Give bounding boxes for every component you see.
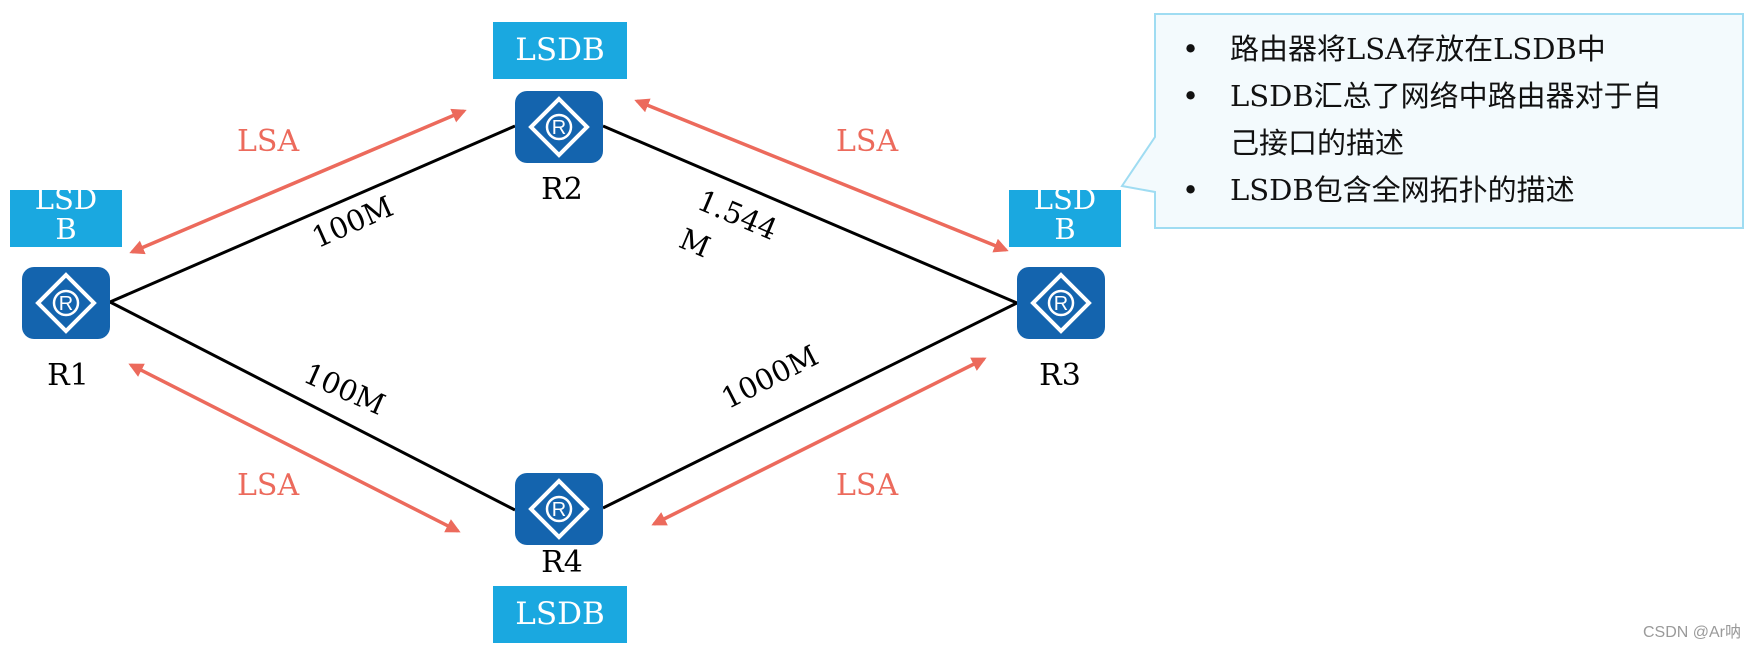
router-label-r2: R2 xyxy=(541,172,583,207)
lsa-arrow-r1-r4 xyxy=(128,363,461,533)
router-r4[interactable]: R xyxy=(515,473,603,545)
lsa-label-r4-r3: LSA xyxy=(836,468,899,503)
lsa-arrow-r4-r3 xyxy=(651,357,987,526)
router-r1[interactable]: R xyxy=(22,267,110,339)
lsdb-label: LSDB xyxy=(34,190,98,246)
router-icon: R xyxy=(1030,272,1092,334)
router-r2[interactable]: R xyxy=(515,91,603,163)
router-icon: R xyxy=(528,478,590,540)
lsdb-r4: LSDB xyxy=(493,586,627,643)
callout-text: 己接口的描述 xyxy=(1230,126,1405,160)
callout-item: • LSDB包含全网拓扑的描述 xyxy=(1182,167,1662,214)
lsa-label-r2-r3: LSA xyxy=(836,124,899,159)
callout-text: 路由器将LSA存放在LSDB中 xyxy=(1230,32,1606,66)
bullet-icon: • xyxy=(1182,173,1200,207)
svg-text:R: R xyxy=(552,117,566,139)
router-icon: R xyxy=(528,96,590,158)
lsa-arrow-r1-r2 xyxy=(129,108,467,255)
callout-item: • LSDB汇总了网络中路由器对于自 xyxy=(1182,73,1662,120)
lsdb-label: LSDB xyxy=(515,32,605,68)
lsa-label-r1-r2: LSA xyxy=(237,124,300,159)
callout-item: • 路由器将LSA存放在LSDB中 xyxy=(1182,26,1662,73)
svg-text:R: R xyxy=(59,293,73,315)
lsdb-label: LSDB xyxy=(515,596,605,632)
router-label-r4: R4 xyxy=(541,545,583,580)
lsdb-r1: LSDB xyxy=(10,190,122,247)
lsdb-r2: LSDB xyxy=(493,22,627,79)
lsa-label-r1-r4: LSA xyxy=(237,468,300,503)
callout-item-continuation: 己接口的描述 xyxy=(1182,120,1662,167)
bullet-icon: • xyxy=(1182,32,1200,66)
callout-text: LSDB包含全网拓扑的描述 xyxy=(1230,173,1575,207)
svg-text:R: R xyxy=(552,499,566,521)
router-label-r1: R1 xyxy=(47,358,89,393)
svg-text:R: R xyxy=(1054,293,1068,315)
callout-text: LSDB汇总了网络中路由器对于自 xyxy=(1230,79,1662,113)
router-r3[interactable]: R xyxy=(1017,267,1105,339)
lsa-arrow-r2-r3 xyxy=(634,98,1009,253)
bullet-icon: • xyxy=(1182,79,1200,113)
lsdb-r3: LSDB xyxy=(1009,190,1121,247)
callout-list: • 路由器将LSA存放在LSDB中 • LSDB汇总了网络中路由器对于自 己接口的描… xyxy=(1182,26,1662,214)
lsdb-label: LSDB xyxy=(1033,190,1097,246)
router-icon: R xyxy=(35,272,97,334)
router-label-r3: R3 xyxy=(1039,358,1081,393)
watermark: CSDN @Ar呐 xyxy=(1642,624,1741,641)
